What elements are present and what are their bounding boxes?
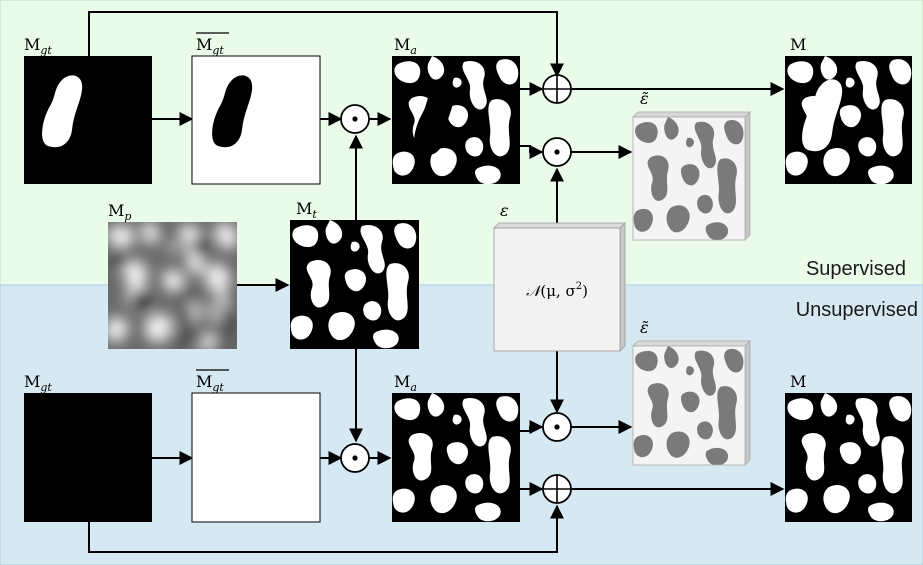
- ma-label-unsupervised: Ma: [394, 372, 417, 394]
- direct-sum-icon: [542, 474, 572, 504]
- epsilon-label: ε: [500, 201, 509, 220]
- gaussian-noise-box: [493, 222, 626, 352]
- m-label-unsupervised: M: [790, 372, 806, 391]
- noise-map-unsupervised: [632, 340, 751, 466]
- hadamard-product-icon: [542, 412, 572, 442]
- direct-sum-icon: [542, 74, 572, 104]
- hadamard-product-icon: [340, 104, 370, 134]
- epsilon-tilde-label-supervised: ε̃: [640, 89, 649, 108]
- mgt-label-unsupervised: Mgt: [24, 372, 52, 394]
- mgt-inverted-mask-supervised: [191, 55, 321, 185]
- mp-noise-image: [108, 222, 237, 349]
- mgt-inverted-mask-unsupervised: [191, 392, 321, 523]
- m-label-supervised: M: [790, 35, 806, 54]
- m-output-unsupervised: [785, 393, 912, 522]
- unsupervised-label: Unsupervised: [796, 299, 918, 321]
- m-output-supervised: [785, 56, 912, 184]
- normal-distribution-formula: 𝒩(μ, σ2): [526, 281, 588, 300]
- ma-mask-supervised: [392, 56, 520, 184]
- mt-threshold-mask: [290, 220, 419, 349]
- connection-lines: [88, 11, 785, 553]
- supervised-label: Supervised: [806, 258, 906, 280]
- mgt-mask-unsupervised: [24, 393, 152, 522]
- epsilon-tilde-label-unsupervised: ε̃: [640, 318, 649, 337]
- mgt-mask-supervised: [24, 56, 152, 184]
- hadamard-product-icon: [542, 137, 572, 167]
- ma-mask-unsupervised: [392, 393, 520, 522]
- ma-label-supervised: Ma: [394, 35, 417, 57]
- hadamard-product-icon: [340, 443, 370, 473]
- mgt-bar-label-unsupervised: Mgt: [196, 372, 224, 394]
- mt-label: Mt: [296, 199, 317, 221]
- mp-label: Mp: [108, 201, 131, 223]
- mgt-bar-label-supervised: Mgt: [196, 35, 224, 57]
- noise-map-supervised: [632, 111, 751, 241]
- mgt-label-supervised: Mgt: [24, 35, 52, 57]
